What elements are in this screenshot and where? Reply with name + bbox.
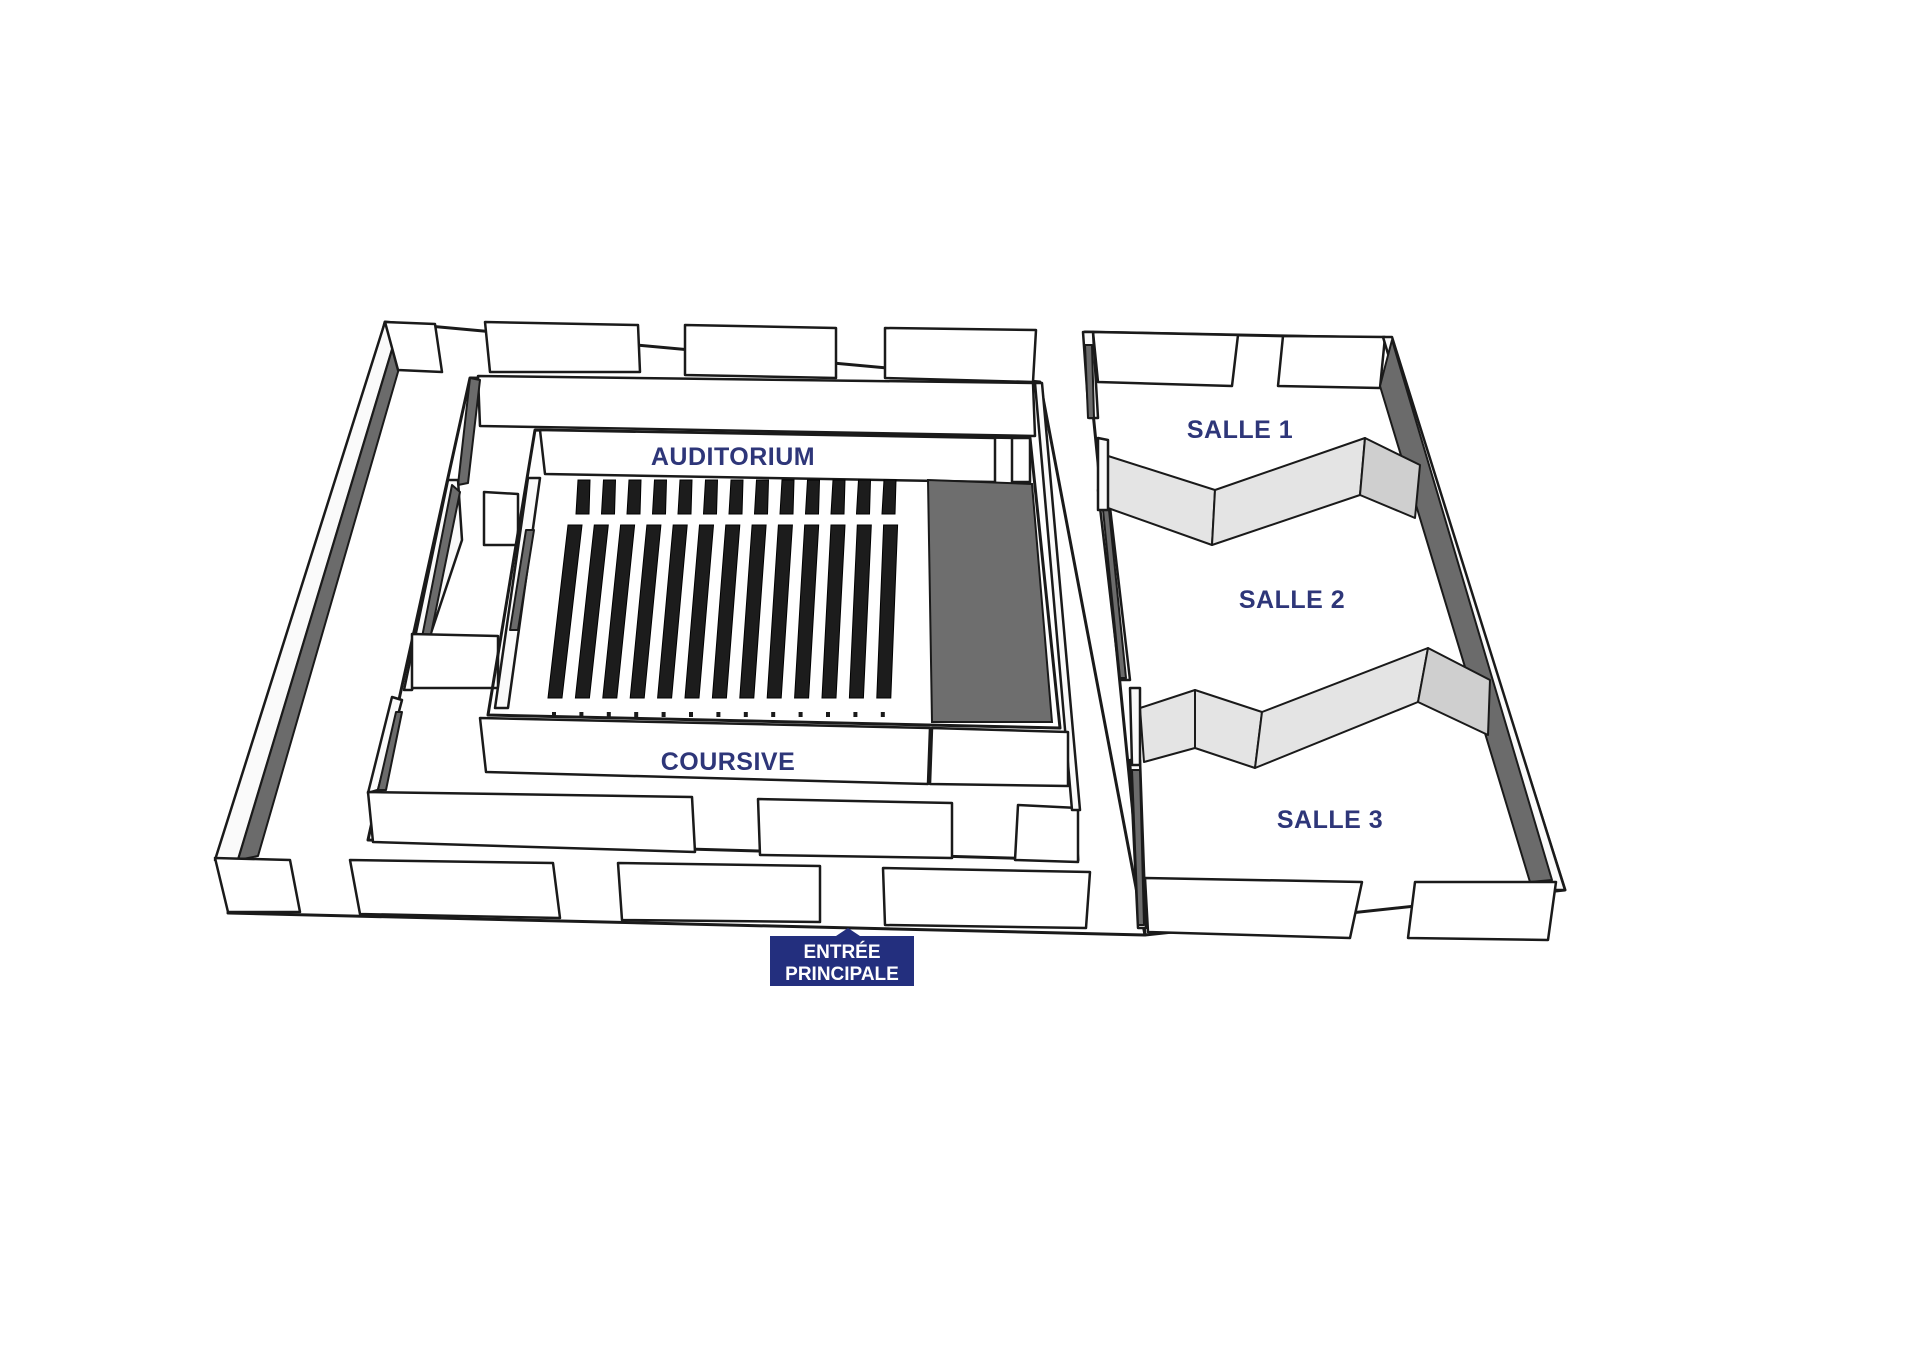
front-row-seat [600, 479, 617, 515]
top-wall-2 [483, 320, 642, 374]
right-top-wall-1 [1091, 330, 1240, 388]
label-salle-2: SALLE 2 [1239, 586, 1345, 614]
edge-mark [689, 712, 693, 717]
right-bottom-wall-1 [1143, 876, 1364, 940]
zig1-b [1211, 437, 1366, 546]
front-row-seat [779, 479, 795, 515]
seat-column [848, 524, 872, 699]
zig2-c [1254, 647, 1429, 769]
seat-column [657, 524, 688, 699]
entrance-box [770, 936, 914, 986]
front-row-seat [702, 479, 719, 515]
seat-column [684, 524, 715, 699]
seat-column [602, 524, 636, 699]
front-row-seat [677, 479, 693, 515]
zigzag-partition-1 [1096, 436, 1421, 546]
top-wall-4 [883, 326, 1038, 384]
edge-mark [880, 712, 885, 717]
corridor-bottom-wall-left [366, 790, 697, 854]
edge-mark [552, 712, 556, 717]
right-left-wall-low-shadow [1131, 769, 1145, 926]
right-bottom-wall-2 [1406, 880, 1558, 942]
front-row-seat [804, 479, 821, 515]
right-outer-wall-shadow [1379, 339, 1553, 883]
bottom-wall-1 [213, 856, 302, 914]
edge-mark [743, 712, 748, 717]
right-building-floor [1083, 330, 1567, 937]
front-row-seat [753, 479, 770, 515]
seat-column [876, 524, 899, 699]
right-left-wall-top-shadow [1084, 344, 1095, 419]
front-row-seat [855, 479, 872, 515]
coursive-wall-right [928, 726, 1070, 788]
inner-right-wall [1033, 381, 1082, 812]
front-row-seats [575, 479, 897, 515]
entrance-arrow [836, 928, 860, 936]
bottom-wall-2 [348, 858, 562, 920]
corridor-bottom-wall-end [1013, 803, 1080, 864]
edge-mark [771, 712, 776, 717]
edge-mark [606, 712, 611, 717]
edge-mark [716, 712, 721, 717]
front-row-seat [626, 479, 642, 515]
front-row-seat [651, 479, 668, 515]
label-auditorium: AUDITORIUM [651, 443, 815, 471]
seat-column [739, 524, 767, 699]
inner-left-wall-shadow [457, 377, 481, 486]
zigzag-partition-2 [1128, 647, 1491, 769]
main-seating [547, 524, 899, 699]
lobby-wall [410, 632, 500, 690]
seat-column [629, 524, 662, 699]
auditorium-back-wall-end [1010, 436, 1032, 484]
top-wall-3 [683, 323, 838, 380]
zig2-d [1417, 647, 1491, 736]
edge-mark [634, 712, 639, 717]
seat-column [547, 524, 583, 699]
inner-top-wall [476, 374, 1037, 438]
front-row-seat [575, 479, 591, 515]
front-row-seat [881, 479, 897, 515]
front-row-seat [830, 479, 846, 515]
zig2-b [1194, 689, 1263, 769]
inner-block [366, 374, 1082, 864]
seat-column [574, 524, 609, 699]
entrance-line-1: ENTRÉE [803, 941, 880, 963]
label-salle-1: SALLE 1 [1187, 416, 1293, 444]
zig2-a [1139, 689, 1196, 763]
bottom-wall-3 [616, 861, 822, 924]
zig2-post [1128, 686, 1142, 767]
inner-left-step [482, 490, 520, 547]
top-wall-1 [383, 320, 444, 374]
corridor-bottom-wall-right [756, 797, 954, 860]
entrance-line-2: PRINCIPALE [785, 964, 899, 985]
seat-column [766, 524, 793, 699]
coursive-wall [478, 716, 932, 786]
seat-column [711, 524, 741, 699]
seat-column [794, 524, 820, 699]
edge-mark [661, 712, 666, 717]
auditorium-left-door [509, 529, 535, 631]
edge-marks [552, 712, 885, 717]
auditorium [486, 428, 1062, 730]
left-building [213, 320, 1147, 937]
edge-mark [853, 712, 858, 717]
seat-column [821, 524, 846, 699]
zig1-post [1096, 436, 1110, 512]
zig1-c [1359, 437, 1421, 519]
right-left-wall-mid-shadow [1101, 499, 1127, 679]
right-top-wall-2 [1276, 334, 1387, 390]
inner-left-wall-lower-shadow [377, 711, 403, 791]
label-salle-3: SALLE 3 [1277, 806, 1383, 834]
zig1-a [1104, 454, 1216, 546]
label-coursive: COURSIVE [661, 748, 796, 776]
edge-mark [798, 712, 803, 717]
main-entrance-sign: ENTRÉE PRINCIPALE [770, 928, 914, 986]
edge-mark [826, 712, 830, 717]
right-building [1081, 330, 1567, 942]
stage [926, 478, 1054, 723]
edge-mark [579, 712, 584, 717]
bottom-wall-4 [881, 866, 1092, 930]
front-row-seat [728, 479, 744, 515]
